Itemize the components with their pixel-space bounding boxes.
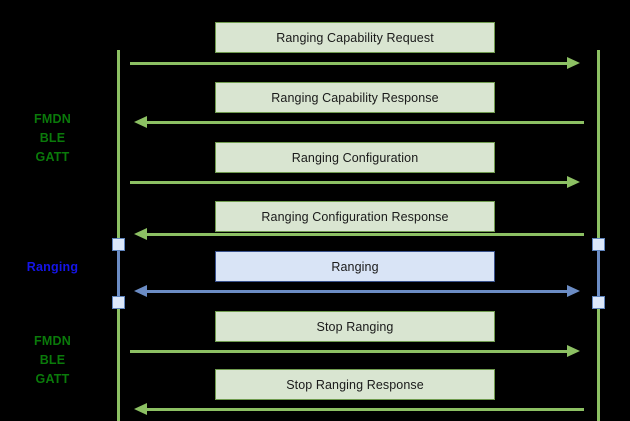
activation-node-left-start (112, 238, 125, 251)
arrow-ranging-capability-response (134, 114, 584, 130)
activation-node-right-end (592, 296, 605, 309)
arrow-shaft (146, 121, 584, 124)
activation-node-right-start (592, 238, 605, 251)
arrow-shaft (130, 350, 568, 353)
arrow-ranging-bidirectional (134, 283, 580, 299)
activation-bar-right (597, 244, 600, 302)
arrow-shaft (130, 62, 568, 65)
arrowhead-left-icon (134, 285, 147, 297)
right-lifeline (597, 50, 600, 421)
arrow-shaft (146, 233, 584, 236)
arrowhead-right-icon (567, 345, 580, 357)
arrow-shaft (146, 408, 584, 411)
message-box-stop-ranging-response: Stop Ranging Response (215, 369, 495, 400)
left-lifeline (117, 50, 120, 421)
message-box-ranging-configuration-response: Ranging Configuration Response (215, 201, 495, 232)
activation-node-left-end (112, 296, 125, 309)
message-box-ranging-capability-request: Ranging Capability Request (215, 22, 495, 53)
arrow-ranging-capability-request (130, 55, 580, 71)
phase-label-fmdn-ble-gatt-top: FMDN BLE GATT (34, 112, 71, 164)
arrowhead-right-icon (567, 176, 580, 188)
phase-label-fmdn-ble-gatt-bottom: FMDN BLE GATT (34, 334, 71, 386)
message-box-stop-ranging: Stop Ranging (215, 311, 495, 342)
arrow-ranging-configuration (130, 174, 580, 190)
message-box-ranging: Ranging (215, 251, 495, 282)
arrowhead-right-icon (567, 57, 580, 69)
arrow-stop-ranging (130, 343, 580, 359)
message-box-ranging-configuration: Ranging Configuration (215, 142, 495, 173)
arrowhead-right-icon (567, 285, 580, 297)
arrowhead-left-icon (134, 116, 147, 128)
arrowhead-left-icon (134, 403, 147, 415)
arrow-shaft (146, 290, 568, 293)
activation-bar-left (117, 244, 120, 302)
message-box-ranging-capability-response: Ranging Capability Response (215, 82, 495, 113)
arrow-ranging-configuration-response (134, 226, 584, 242)
arrow-stop-ranging-response (134, 401, 584, 417)
phase-label-ranging: Ranging (26, 260, 79, 274)
arrow-shaft (130, 181, 568, 184)
arrowhead-left-icon (134, 228, 147, 240)
